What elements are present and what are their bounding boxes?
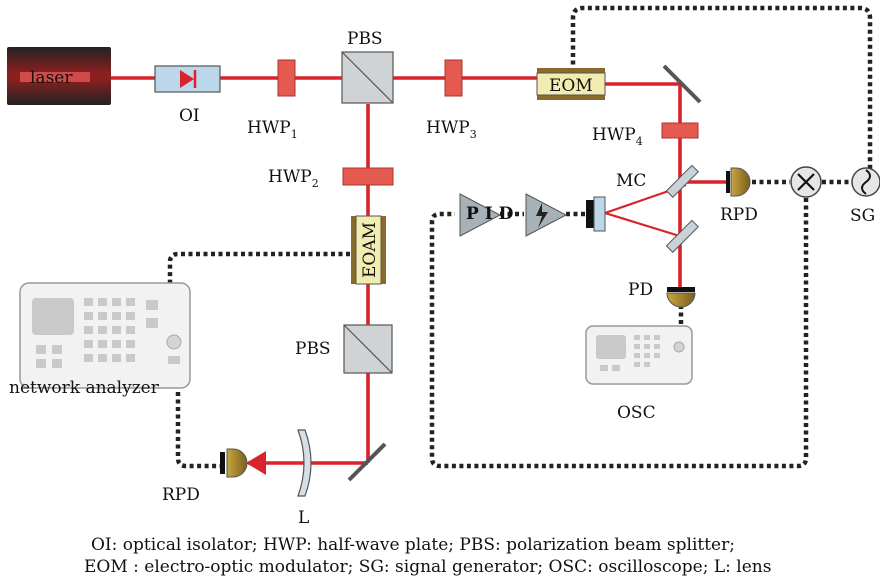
- pd-label: PD: [628, 280, 653, 300]
- pbs-top-label: PBS: [347, 29, 383, 49]
- hwp2-label: HWP2: [268, 167, 319, 190]
- oscilloscope: OSC: [585, 325, 693, 423]
- beam-arrowhead: [246, 451, 266, 475]
- mixer-x-icon: [797, 173, 815, 191]
- cable-analyzer-to-rpd: [175, 392, 224, 469]
- eom: EOM: [536, 68, 606, 100]
- pbs-bottom-label: PBS: [295, 339, 331, 359]
- cable-eoam-to-analyzer: [167, 251, 350, 296]
- rpd-left-label: RPD: [162, 485, 200, 505]
- hwp2: HWP2: [268, 167, 394, 190]
- sine-wave-icon: [861, 169, 871, 195]
- lens: L: [297, 429, 312, 528]
- eom-label: EOM: [549, 76, 593, 96]
- eoam-label: EOAM: [360, 222, 380, 278]
- hwp3-label: HWP3: [426, 118, 477, 141]
- hwp4-label: HWP4: [592, 125, 643, 148]
- hwp1: HWP1: [247, 59, 298, 141]
- hwp3: HWP3: [426, 59, 477, 141]
- signal-cables: [167, 5, 873, 469]
- analyzer-screen: [32, 298, 74, 335]
- eoam: EOAM: [351, 215, 386, 285]
- osc-screen: [596, 335, 626, 359]
- osc-label: OSC: [617, 403, 656, 423]
- pbs-top: PBS: [341, 29, 394, 104]
- rpd-right: RPD: [720, 167, 758, 225]
- pid-controller: P I D: [459, 193, 514, 237]
- network-analyzer: network analyzer: [9, 282, 191, 398]
- cable-mixer-loop: [429, 198, 809, 469]
- optical-isolator: OI: [154, 65, 221, 126]
- mirror-bottom: [347, 442, 387, 482]
- lens-label: L: [298, 508, 309, 528]
- osc-keypad: [600, 335, 660, 371]
- pzt-mirror: [586, 196, 606, 232]
- mixer: [790, 166, 822, 198]
- laser-source: laser: [7, 47, 111, 105]
- analyzer-knob-icon: [166, 334, 182, 350]
- signal-generator: SG: [850, 167, 880, 226]
- laser-label: laser: [30, 68, 73, 88]
- isolator-diode-icon: [180, 70, 194, 88]
- caption-line-1: OI: optical isolator; HWP: half-wave pla…: [91, 535, 735, 555]
- lightning-icon: [536, 203, 548, 228]
- rpd-right-label: RPD: [720, 205, 758, 225]
- hwp4: HWP4: [592, 122, 699, 148]
- analyzer-keypad: [36, 298, 158, 368]
- mirror-top-right: [662, 64, 702, 104]
- network-analyzer-label: network analyzer: [9, 378, 160, 398]
- caption-line-2: EOM : electro-optic modulator; SG: signa…: [84, 557, 771, 577]
- osc-knob-icon: [673, 341, 685, 353]
- cable-eom-to-sg: [570, 5, 873, 172]
- oi-label: OI: [179, 106, 200, 126]
- rpd-left: RPD: [162, 448, 248, 505]
- sg-label: SG: [850, 206, 875, 226]
- pid-label: P I D: [466, 204, 514, 224]
- pbs-bottom: PBS: [295, 324, 393, 374]
- mode-cleaner: MC: [616, 164, 699, 253]
- mc-label: MC: [616, 171, 646, 191]
- pd: PD: [628, 280, 696, 308]
- hwp1-label: HWP1: [247, 118, 298, 141]
- hv-amplifier: [525, 193, 568, 237]
